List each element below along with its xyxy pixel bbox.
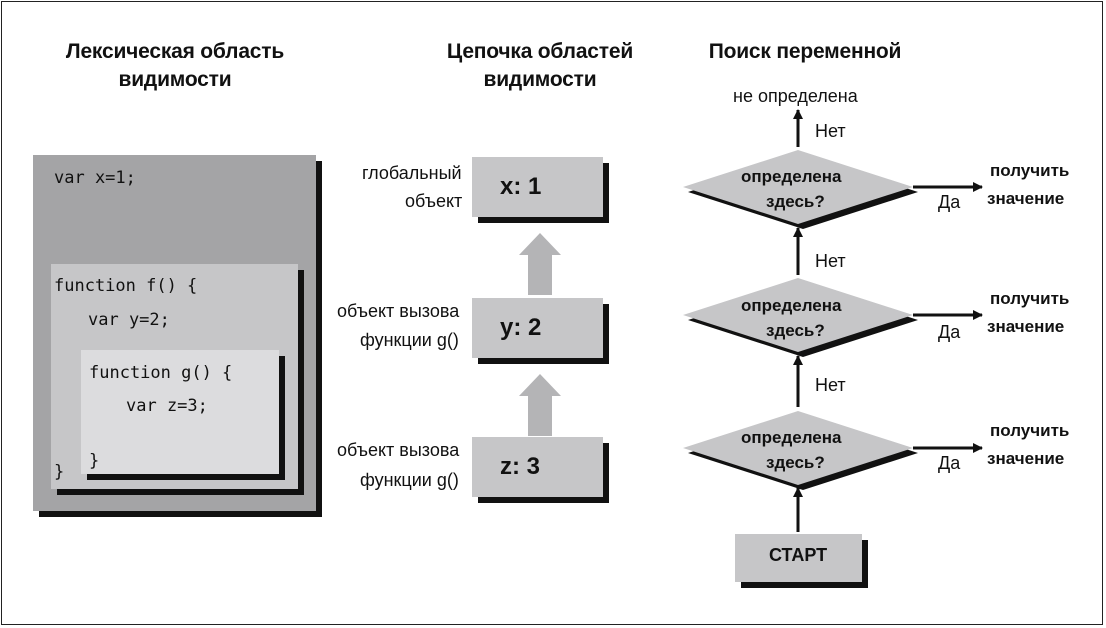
- decision-1-text-1: определена: [741, 167, 842, 186]
- call-object-box-z: [472, 437, 603, 497]
- yes-label-1: Да: [938, 192, 961, 212]
- heading-variable-lookup: Поиск переменной: [690, 38, 920, 66]
- code-function-f: function f() {: [54, 276, 198, 296]
- heading-chain-line1: Цепочка областей: [446, 40, 634, 63]
- call-object-box-y: [472, 298, 603, 358]
- call-object-label-2a: объект вызова: [337, 440, 460, 460]
- start-box: [735, 534, 862, 582]
- no-label-3: Нет: [815, 375, 846, 395]
- decision-3-text-2: здесь?: [766, 453, 825, 472]
- heading-lexical-line2: видимости: [118, 68, 232, 91]
- code-var-x: var x=1;: [54, 168, 136, 188]
- decision-3-text-1: определена: [741, 428, 842, 447]
- decision-3: [683, 411, 913, 485]
- decision-2: [683, 278, 913, 352]
- box-y-value: y: 2: [500, 314, 542, 341]
- call-object-label-1b: функции g(): [360, 330, 459, 350]
- not-defined-label: не определена: [733, 86, 858, 106]
- code-function-g: function g() {: [89, 363, 233, 383]
- call-object-label-2b: функции g(): [360, 470, 459, 490]
- result-3-line2: значение: [987, 449, 1065, 468]
- code-f-close: }: [54, 462, 65, 482]
- code-var-z: var z=3;: [126, 396, 208, 416]
- start-label: СТАРТ: [769, 545, 828, 565]
- global-object-label-2: объект: [405, 191, 463, 211]
- yes-label-2: Да: [938, 322, 961, 342]
- box-x-value: x: 1: [500, 173, 542, 200]
- decision-2-text-1: определена: [741, 296, 842, 315]
- decision-1: [683, 150, 913, 224]
- heading-lexical-line1: Лексическая область: [65, 40, 285, 63]
- heading-chain-line2: видимости: [483, 68, 597, 91]
- box-z-value: z: 3: [500, 453, 541, 480]
- result-1-line1: получить: [990, 161, 1070, 180]
- yes-label-3: Да: [938, 453, 961, 473]
- code-var-y: var y=2;: [88, 310, 170, 330]
- global-object-box: [472, 157, 603, 217]
- code-g-close: }: [89, 451, 100, 471]
- function-g-scope-panel: [81, 350, 279, 474]
- no-label-1: Нет: [815, 121, 846, 141]
- call-object-label-1a: объект вызова: [337, 301, 460, 321]
- heading-lexical-scope: Лексическая область видимости: [50, 38, 300, 94]
- decision-1-text-2: здесь?: [766, 192, 825, 211]
- heading-lookup-line1: Поиск переменной: [708, 40, 902, 63]
- global-object-label-1: глобальный: [362, 163, 462, 183]
- chain-arrow-up-1: [519, 233, 561, 295]
- decision-2-text-2: здесь?: [766, 321, 825, 340]
- no-label-2: Нет: [815, 251, 846, 271]
- result-1-line2: значение: [987, 189, 1065, 208]
- result-2-line2: значение: [987, 317, 1065, 336]
- chain-arrow-up-2: [519, 374, 561, 436]
- result-2-line1: получить: [990, 289, 1070, 308]
- result-3-line1: получить: [990, 421, 1070, 440]
- heading-scope-chain: Цепочка областей видимости: [415, 38, 665, 94]
